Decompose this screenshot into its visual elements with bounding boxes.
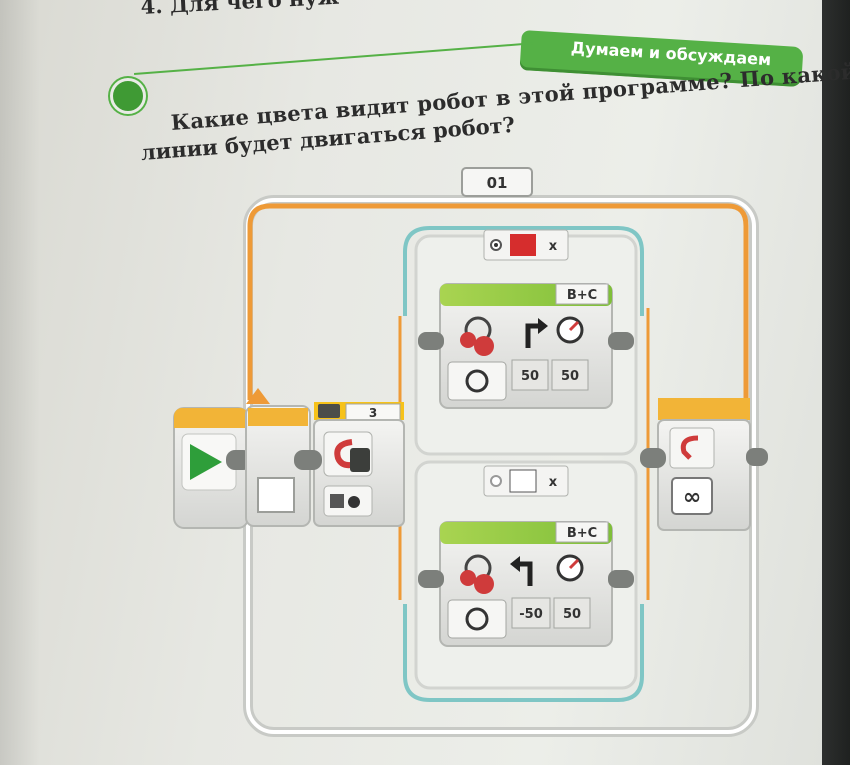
paper <box>0 0 822 765</box>
loop-icon <box>680 435 699 460</box>
page-edge-shadow <box>822 0 850 765</box>
move-steering-block-bottom[interactable]: B+C -50 50 <box>418 521 634 647</box>
loop-mode: ∞ <box>683 485 701 510</box>
loop-label: 01 <box>487 174 508 192</box>
top-power: 50 <box>561 369 579 384</box>
case-selector-bottom[interactable]: x <box>483 465 569 497</box>
loop-start-block[interactable] <box>245 405 320 527</box>
color-sensor-switch[interactable]: 3 <box>296 402 405 527</box>
move-steering-block-top[interactable]: B+C 50 50 <box>418 283 634 409</box>
top-case-color <box>510 234 536 256</box>
loop-wire-arrow <box>246 388 270 404</box>
loop-wire <box>247 203 749 402</box>
bottom-steering: -50 <box>519 607 543 622</box>
start-block[interactable] <box>173 407 252 529</box>
bottom-power: 50 <box>563 607 581 622</box>
svg-text:x: x <box>549 475 558 490</box>
sensor-icon <box>334 439 357 469</box>
bottom-ports: B+C <box>567 526 597 541</box>
switch-port: 3 <box>369 406 377 420</box>
play-icon <box>190 444 222 480</box>
page-gutter <box>0 0 40 765</box>
top-steering: 50 <box>521 369 539 384</box>
bottom-case-color <box>509 469 537 493</box>
section-bullet-icon <box>110 78 146 114</box>
loop-end-block[interactable]: ∞ <box>640 398 768 531</box>
svg-text:x: x <box>549 239 558 254</box>
case-selector-top[interactable]: x <box>483 229 569 261</box>
top-ports: B+C <box>567 288 597 303</box>
